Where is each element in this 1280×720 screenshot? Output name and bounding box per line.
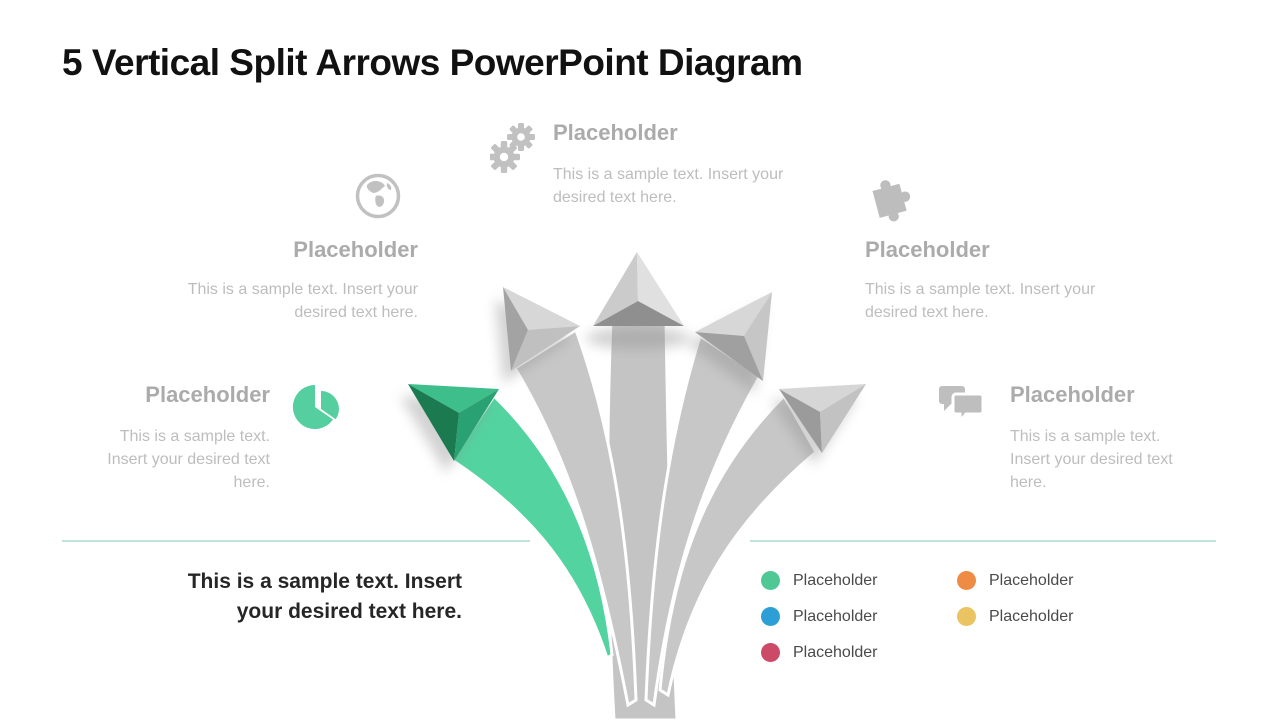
legend-dot-green bbox=[761, 571, 780, 590]
legend-label: Placeholder bbox=[793, 571, 878, 589]
legend-label: Placeholder bbox=[793, 643, 878, 661]
arrowhead-green bbox=[408, 384, 499, 461]
legend-item: Placeholder bbox=[761, 643, 878, 662]
section-upper-right-title: Placeholder bbox=[865, 237, 990, 262]
legend-item: Placeholder bbox=[761, 571, 878, 590]
section-mid-left-title: Placeholder bbox=[95, 382, 270, 408]
left-divider-line bbox=[62, 540, 530, 542]
footer-note-line1: This is a sample text. Insert bbox=[187, 570, 462, 593]
arrow-shaft-far-right bbox=[658, 393, 818, 698]
gears-icon bbox=[490, 123, 538, 173]
arrow-shaft-left bbox=[512, 327, 638, 708]
right-divider-line bbox=[750, 540, 1216, 542]
section-upper-left-body: This is a sample text. Insert your desir… bbox=[187, 281, 418, 322]
legend-label: Placeholder bbox=[989, 571, 1074, 589]
legend-item: Placeholder bbox=[761, 607, 878, 626]
legend-dot-red bbox=[761, 643, 780, 662]
arrow-shaft-green bbox=[449, 393, 614, 661]
arrowhead-center bbox=[593, 252, 684, 326]
legend-column-2: Placeholder Placeholder bbox=[957, 571, 1074, 626]
section-upper-left-title: Placeholder bbox=[293, 237, 418, 262]
chat-icon bbox=[936, 385, 986, 429]
slide-title: 5 Vertical Split Arrows PowerPoint Diagr… bbox=[62, 42, 803, 83]
legend-item: Placeholder bbox=[957, 571, 1074, 590]
section-upper-right-body: This is a sample text. Insert your desir… bbox=[865, 281, 1096, 322]
globe-icon bbox=[354, 172, 402, 220]
arrow-shaft-right bbox=[644, 333, 762, 708]
legend-label: Placeholder bbox=[793, 607, 878, 625]
puzzle-icon bbox=[864, 170, 916, 222]
section-mid-left-body: This is a sample text. Insert your desir… bbox=[105, 425, 270, 495]
legend-label: Placeholder bbox=[989, 607, 1074, 625]
section-mid-left-title-text: Placeholder bbox=[145, 382, 270, 407]
footer-note: This is a sample text. Insert your desir… bbox=[150, 567, 462, 628]
arrowhead-far-right bbox=[779, 384, 866, 453]
pie-chart-icon bbox=[291, 383, 341, 433]
section-top-center-body: This is a sample text. Insert your desir… bbox=[553, 166, 784, 207]
legend-dot-orange bbox=[957, 571, 976, 590]
legend-item: Placeholder bbox=[957, 607, 1074, 626]
section-mid-right-title: Placeholder bbox=[1010, 382, 1135, 407]
section-top-center-title: Placeholder bbox=[553, 120, 678, 145]
legend-column-1: Placeholder Placeholder Placeholder bbox=[761, 571, 878, 662]
arrowhead-right bbox=[695, 292, 772, 381]
section-mid-left-body-text: This is a sample text. Insert your desir… bbox=[107, 428, 270, 492]
legend-dot-yellow bbox=[957, 607, 976, 626]
legend-dot-blue bbox=[761, 607, 780, 626]
arrowhead-left bbox=[503, 287, 580, 371]
footer-note-line2: your desired text here. bbox=[236, 600, 462, 624]
section-mid-right-body: This is a sample text. Insert your desir… bbox=[1010, 428, 1173, 492]
